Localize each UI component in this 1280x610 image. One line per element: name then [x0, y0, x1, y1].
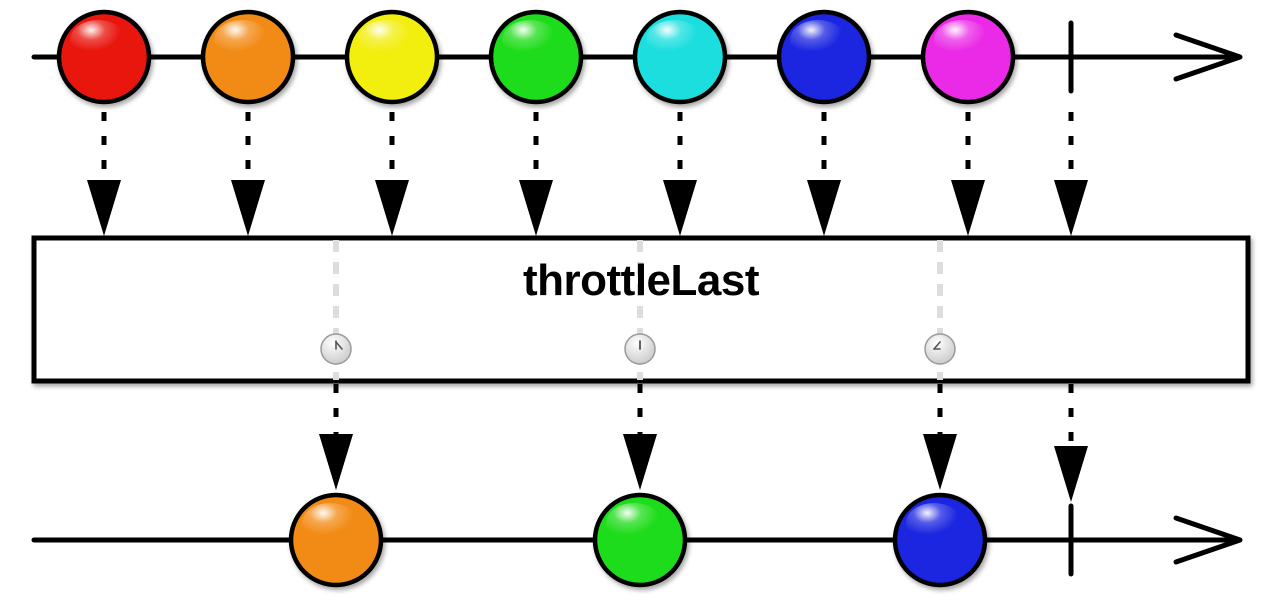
source-marble-red	[56, 9, 152, 105]
clock-icon-2	[624, 333, 656, 365]
source-arrow-yellow	[375, 112, 409, 236]
result-marble-green	[592, 492, 688, 588]
marble-highlight	[906, 503, 962, 543]
result-arrow-blue	[923, 384, 957, 490]
source-arrow-green	[519, 112, 553, 236]
clock-hand	[933, 341, 941, 350]
marble-highlight	[502, 20, 558, 60]
arrow-head	[519, 180, 553, 236]
source-marble-yellow	[344, 9, 440, 105]
clock-icon-3	[924, 333, 956, 365]
marble-highlight	[70, 20, 126, 60]
timeline-arrowhead	[1173, 32, 1243, 82]
marble-highlight	[934, 20, 990, 60]
timeline-arrowhead	[1173, 515, 1243, 565]
result-marble-blue	[892, 492, 988, 588]
source-arrow-cyan	[663, 112, 697, 236]
arrow-head	[923, 434, 957, 490]
arrow-head	[319, 434, 353, 490]
marble-highlight	[358, 20, 414, 60]
arrow-head	[231, 180, 265, 236]
clock-icon-1	[320, 333, 352, 365]
complete-arrow-out	[1054, 384, 1088, 502]
source-marble-cyan	[632, 9, 728, 105]
result-marble-orange	[288, 492, 384, 588]
marble-highlight	[606, 503, 662, 543]
arrow-head	[87, 180, 121, 236]
source-marble-orange	[200, 9, 296, 105]
arrow-head	[375, 180, 409, 236]
complete-arrow-in	[1054, 112, 1088, 236]
arrow-head	[1054, 180, 1088, 236]
clock-hand	[335, 341, 343, 350]
arrow-head	[663, 180, 697, 236]
arrow-head	[623, 434, 657, 490]
source-arrow-red	[87, 112, 121, 236]
operator-box-layer	[31, 235, 1251, 384]
source-arrow-magenta	[951, 112, 985, 236]
arrow-head	[1054, 446, 1088, 502]
result-arrow-green	[623, 384, 657, 490]
source-marble-blue	[776, 9, 872, 105]
source-marble-magenta	[920, 9, 1016, 105]
arrow-head	[951, 180, 985, 236]
result-arrow-orange	[319, 384, 353, 490]
sampling-tick-2	[624, 240, 656, 380]
source-arrow-orange	[231, 112, 265, 236]
marble-highlight	[790, 20, 846, 60]
sampling-tick-1	[320, 240, 352, 380]
guide-layer	[87, 112, 1088, 502]
marble-layer	[56, 9, 1016, 588]
source-arrow-blue	[807, 112, 841, 236]
marble-highlight	[302, 503, 358, 543]
marble-highlight	[646, 20, 702, 60]
arrow-head	[807, 180, 841, 236]
marble-highlight	[214, 20, 270, 60]
sampling-tick-3	[924, 240, 956, 380]
source-marble-green	[488, 9, 584, 105]
